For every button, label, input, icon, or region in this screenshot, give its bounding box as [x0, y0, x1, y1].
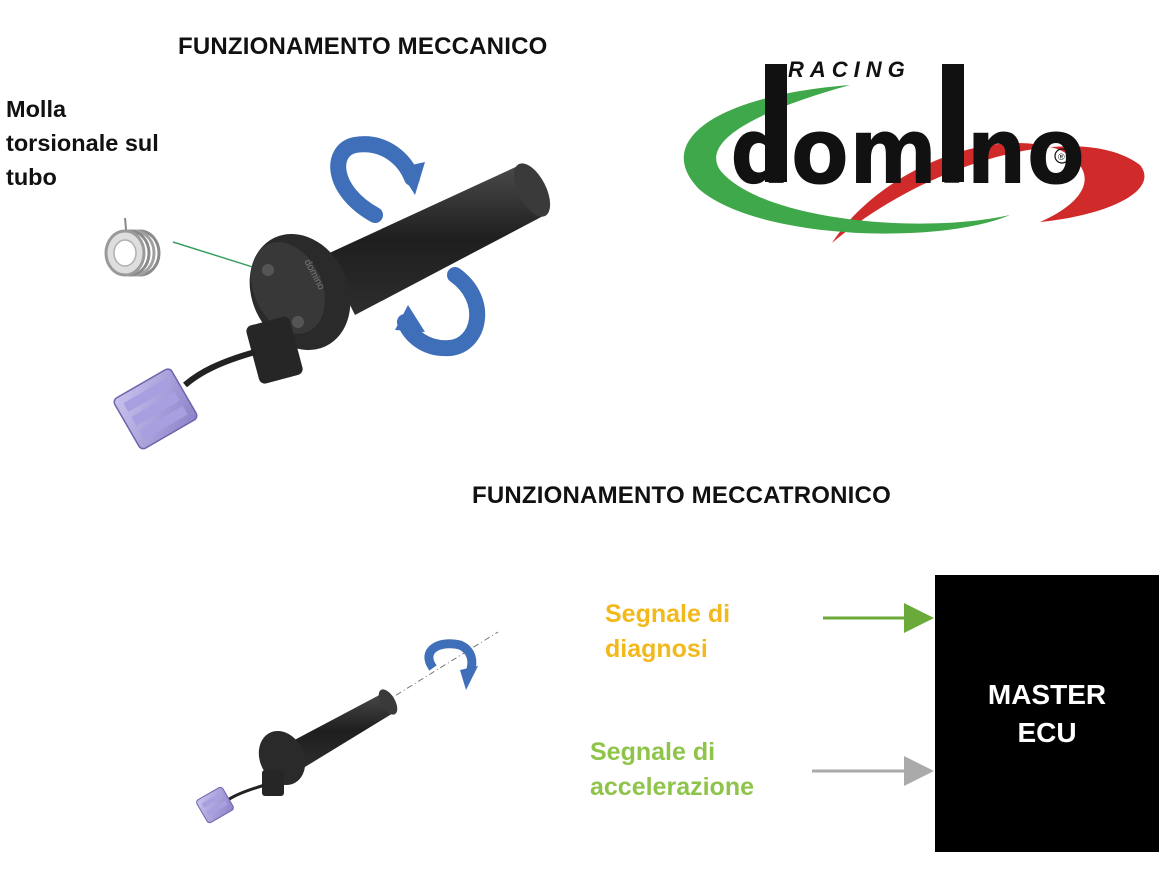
logo-registered-mark	[1054, 148, 1070, 164]
sensor-cable	[183, 349, 256, 388]
acceleration-signal-line: Segnale di	[590, 738, 716, 766]
rotation-arrow-lower-icon	[397, 267, 486, 357]
rotation-arrow-upper-icon	[330, 136, 420, 223]
small-rotation-arrow-icon	[424, 639, 477, 674]
small-grip-tube	[285, 692, 395, 770]
ecu-label-line: ECU	[1017, 716, 1077, 748]
small-connector-plug	[196, 786, 234, 824]
spring-label-line: Molla	[6, 96, 67, 122]
ecu-label-line: MASTER	[987, 678, 1107, 710]
acceleration-signal-label: Segnale di accelerazione	[590, 735, 754, 805]
axis-centerline	[384, 631, 499, 703]
mechatronic-grip-illustration	[196, 631, 499, 824]
sensor-block	[246, 316, 303, 384]
spring-label: Molla torsionale sul tubo	[6, 92, 159, 194]
logo-d-stem	[765, 64, 787, 182]
small-sensor-cable	[227, 783, 266, 802]
grip-end-cap	[513, 163, 551, 217]
spring-label-line: torsionale sul	[6, 130, 159, 156]
logo-l-stem	[942, 64, 964, 182]
connector-plug	[113, 368, 198, 450]
grip-tube	[325, 165, 545, 315]
diagnosis-signal-line: Segnale di	[605, 600, 731, 628]
logo-registered-glyph: ®	[1058, 152, 1065, 162]
diagnosis-signal-line: diagnosi	[605, 635, 708, 663]
spring-label-line: tubo	[6, 164, 57, 190]
mechanical-grip-illustration: domino	[104, 136, 551, 450]
master-ecu-box: MASTER ECU	[935, 575, 1159, 852]
small-sensor-block	[262, 770, 284, 796]
logo-tagline: RACING	[788, 57, 911, 82]
mechanical-section-title: FUNZIONAMENTO MECCANICO	[178, 33, 548, 60]
logo-wordmark: domino	[730, 98, 1085, 205]
torsion-spring-illustration	[104, 217, 161, 277]
mechatronic-section-title: FUNZIONAMENTO MECCATRONICO	[472, 482, 891, 509]
domino-racing-logo: RACING domino ®	[683, 57, 1145, 243]
acceleration-signal-line: accelerazione	[590, 773, 754, 801]
diagnosis-signal-label: Segnale di diagnosi	[605, 597, 730, 667]
logo-red-swoosh	[832, 143, 1145, 243]
